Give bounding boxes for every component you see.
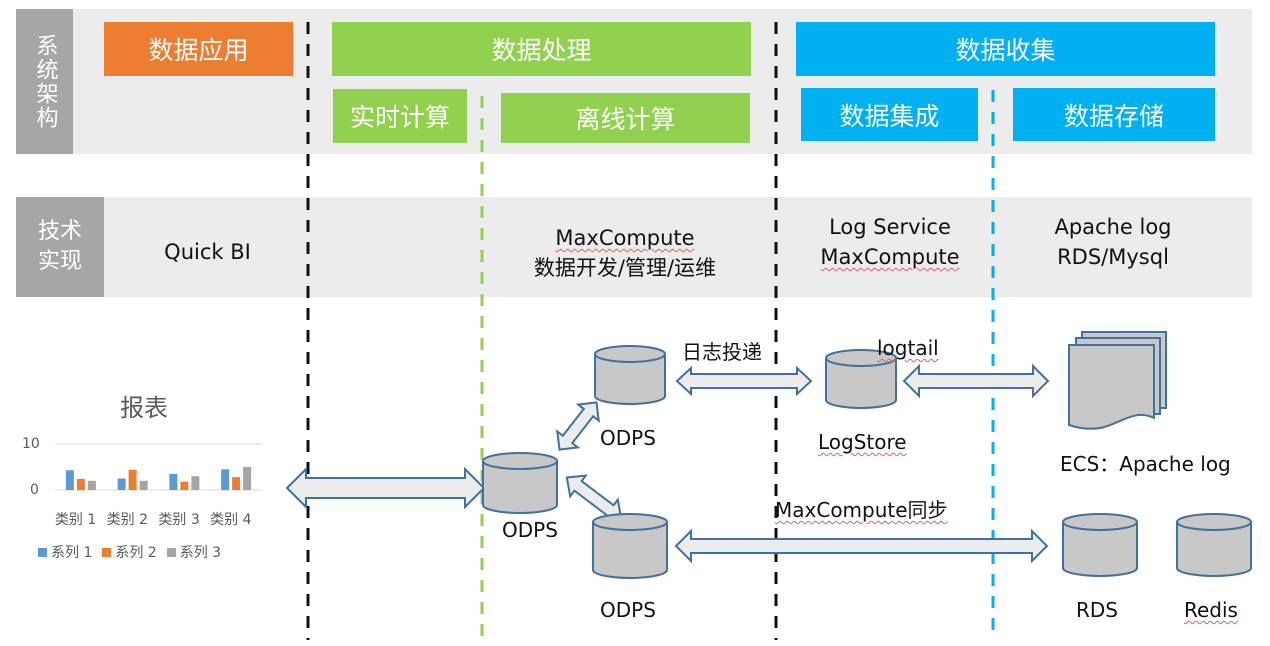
bar-2-2: [128, 469, 137, 490]
architecture-row-label: 系统架构: [16, 9, 73, 154]
technology-band: [16, 197, 1252, 297]
bar-3-4: [243, 467, 252, 490]
legend-swatch-icon: [102, 548, 112, 557]
layer-data-collection: 数据收集: [796, 22, 1215, 76]
sublayer-data-integration-label: 数据集成: [839, 101, 940, 131]
document-stack-icon: [1068, 331, 1167, 430]
edge-label-log-delivery: 日志投递: [682, 340, 762, 364]
chart-legend: 系列 1 系列 2 系列 3: [38, 542, 221, 562]
node-label-redis: Redis: [1184, 598, 1238, 622]
technology-row-label: 技术实现: [16, 197, 104, 297]
sublayer-data-integration: 数据集成: [801, 88, 978, 141]
y-tick-0: 0: [30, 482, 39, 498]
arrow-odps-center-top: [556, 401, 600, 451]
sublayer-data-storage-label: 数据存储: [1063, 101, 1164, 131]
legend-item: 系列 3: [166, 542, 222, 562]
tech-apache-rds-line2: RDS/Mysql: [1013, 242, 1213, 272]
edge-label-maxcompute-sync: MaxCompute同步: [775, 494, 948, 523]
y-tick-10: 10: [22, 436, 40, 452]
bar-2-1: [76, 478, 85, 490]
arrow-odps-rds: [674, 528, 1049, 564]
cylinder-logstore-icon: [825, 349, 897, 409]
category-label: 类别 1: [54, 512, 97, 528]
bar-3-2: [139, 480, 148, 490]
cylinder-odps-bottom-icon: [592, 513, 668, 579]
tech-maxcompute: MaxCompute 数据开发/管理/运维: [490, 223, 760, 283]
bar-2-4: [232, 477, 241, 490]
arrow-odps-logstore: [675, 365, 813, 397]
edge-label-maxcompute-sync-text: MaxCompute同步: [775, 498, 948, 522]
legend-label: 系列 3: [179, 545, 222, 561]
bar-1-4: [221, 469, 230, 490]
layer-data-processing-label: 数据处理: [491, 36, 592, 65]
node-label-odps-top: ODPS: [600, 426, 656, 450]
tech-log-service-line1: Log Service: [829, 215, 951, 239]
bar-3-1: [87, 480, 96, 490]
bar-2-3: [180, 481, 189, 490]
category-label: 类别 3: [158, 512, 200, 528]
node-label-ecs: ECS：Apache log: [1060, 452, 1231, 476]
tech-log-service-line2: MaxCompute: [820, 245, 960, 269]
edge-label-logtail: logtail: [877, 336, 939, 360]
sublayer-realtime-compute: 实时计算: [333, 89, 467, 143]
sublayer-offline-compute: 离线计算: [501, 93, 750, 143]
node-label-logstore: LogStore: [818, 430, 907, 454]
legend-label: 系列 2: [115, 545, 157, 561]
sublayer-realtime-compute-label: 实时计算: [349, 103, 450, 132]
layer-data-application: 数据应用: [104, 22, 293, 76]
cylinder-redis-icon: [1176, 513, 1252, 577]
layer-data-collection-label: 数据收集: [955, 36, 1056, 65]
sublayer-offline-compute-label: 离线计算: [575, 105, 676, 134]
legend-swatch-icon: [38, 548, 47, 557]
cylinder-rds-icon: [1062, 513, 1138, 577]
bar-1-1: [65, 470, 74, 490]
legend-swatch-icon: [166, 548, 176, 557]
bar-3-3: [191, 476, 200, 490]
bar-1-3: [169, 473, 178, 490]
layer-data-application-label: 数据应用: [148, 36, 249, 65]
tech-apache-rds: Apache log RDS/Mysql: [1013, 212, 1213, 272]
tech-log-service: Log Service MaxCompute: [790, 212, 990, 272]
chart-title: 报表: [120, 394, 168, 422]
legend-item: 系列 2: [102, 542, 157, 562]
node-label-odps-center: ODPS: [502, 518, 558, 542]
tech-apache-rds-line1: Apache log: [1054, 215, 1172, 239]
legend-item: 系列 1: [38, 542, 92, 562]
cylinder-odps-top-icon: [594, 345, 666, 405]
architecture-row-label-text: 系统架构: [32, 33, 58, 130]
sublayer-data-storage: 数据存储: [1013, 88, 1215, 141]
layer-data-processing: 数据处理: [332, 22, 751, 76]
node-label-rds: RDS: [1076, 598, 1118, 622]
tech-maxcompute-line1: MaxCompute: [555, 226, 695, 250]
node-label-odps-bottom: ODPS: [600, 598, 656, 622]
tech-apache-rds-line2-text: RDS/Mysql: [1057, 245, 1169, 269]
tech-maxcompute-line2: 数据开发/管理/运维: [533, 256, 717, 280]
category-label: 类别 2: [106, 512, 148, 528]
tech-quick-bi-line: Quick BI: [164, 240, 251, 264]
cylinder-odps-center-icon: [482, 452, 558, 514]
tech-quick-bi: Quick BI: [120, 237, 295, 267]
legend-label: 系列 1: [51, 545, 93, 561]
category-label: 类别 4: [210, 512, 252, 528]
technology-row-label-text: 技术实现: [37, 219, 82, 274]
arrow-logstore-ecs: [902, 363, 1050, 399]
bar-1-2: [117, 478, 126, 490]
